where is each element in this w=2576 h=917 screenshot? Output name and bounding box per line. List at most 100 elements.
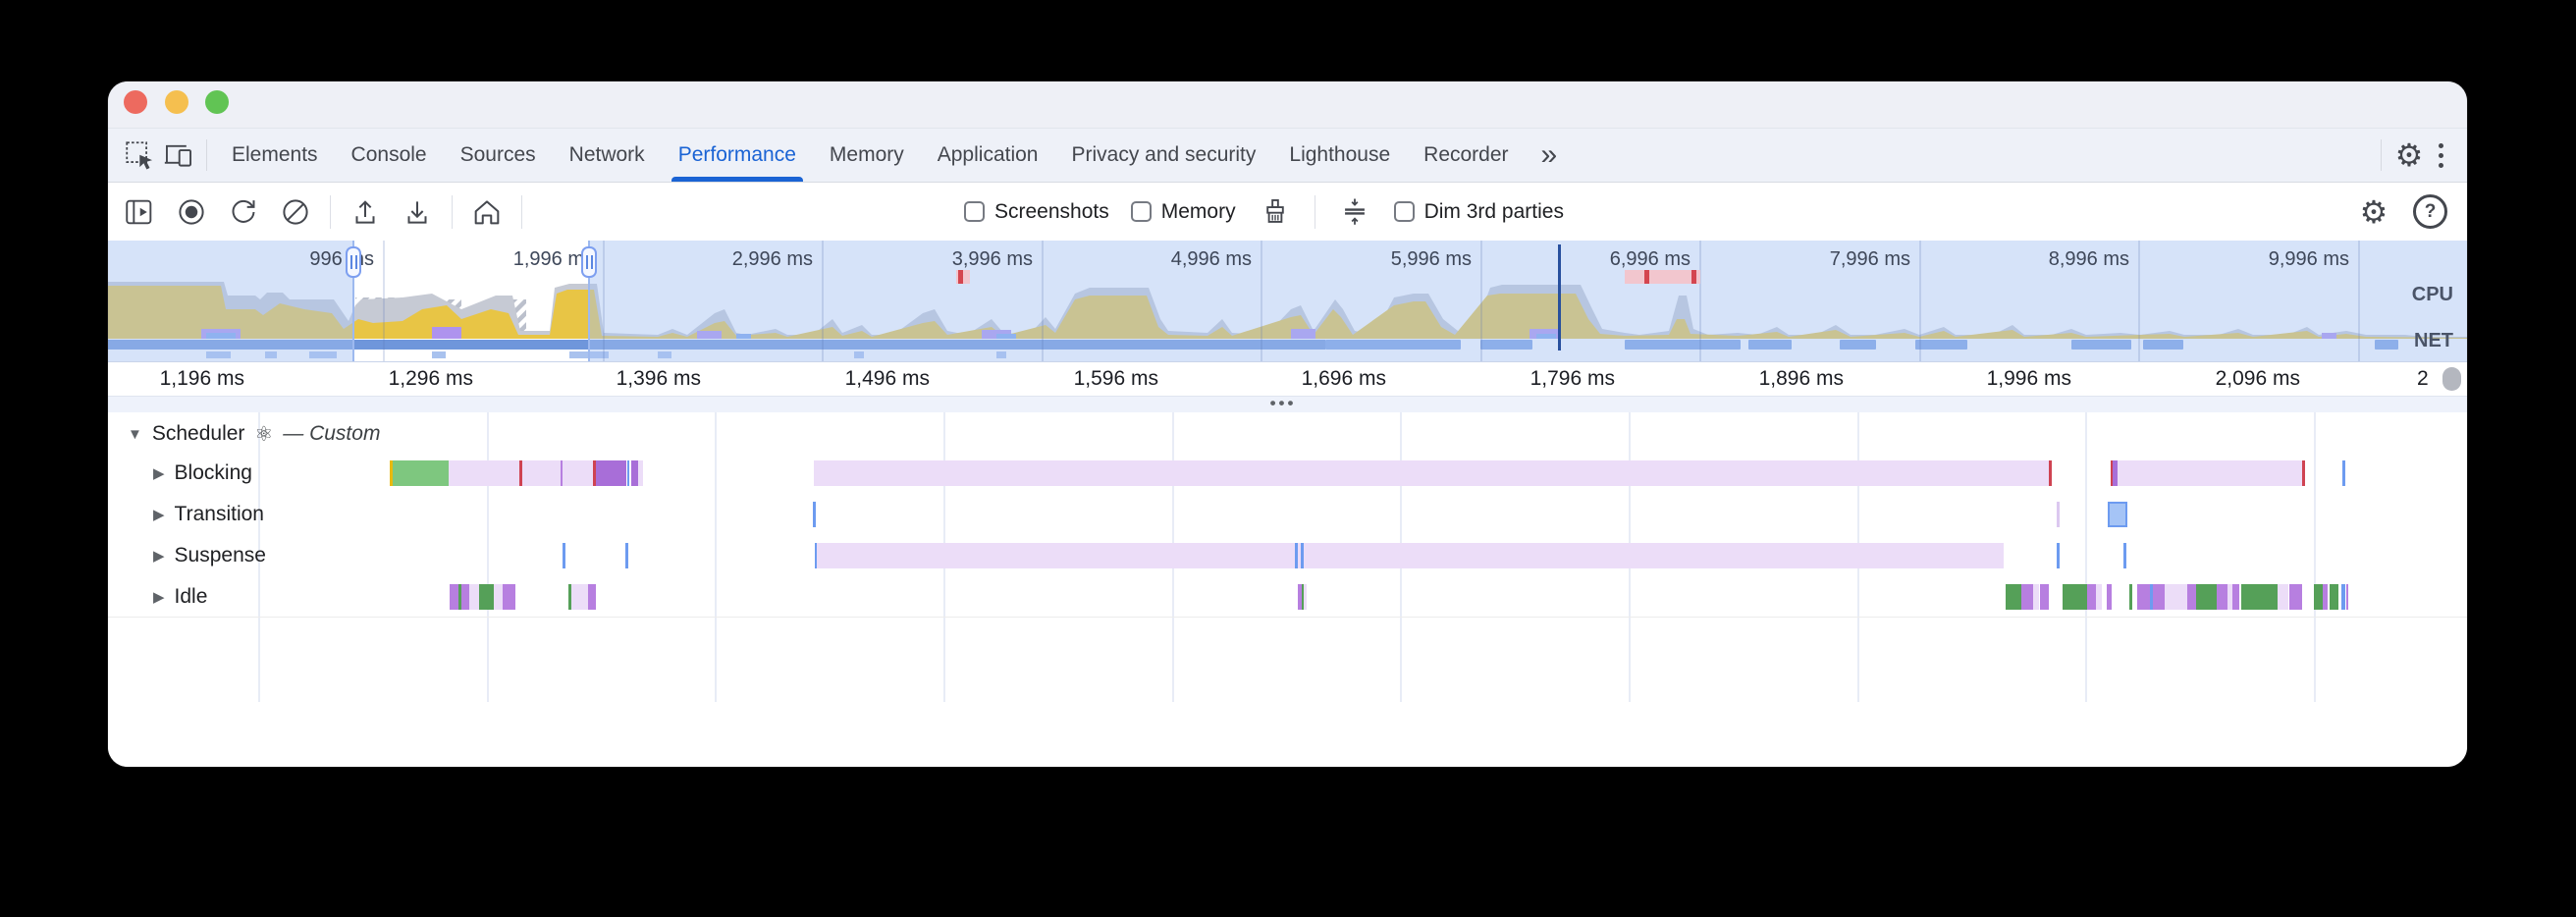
idle-event-bar[interactable] — [571, 584, 588, 610]
capture-settings-gear-icon[interactable]: ⚙ — [2359, 193, 2388, 230]
tab-performance[interactable]: Performance — [662, 129, 813, 182]
expand-triangle-icon[interactable]: ▶ — [153, 507, 165, 523]
horizontal-scrollbar-thumb[interactable] — [2442, 367, 2461, 391]
selection-right-handle[interactable] — [581, 246, 597, 278]
blocking-event-bar[interactable] — [596, 460, 626, 486]
tab-network[interactable]: Network — [568, 143, 645, 166]
idle-event-bar[interactable] — [2187, 584, 2196, 610]
track-row-blocking[interactable]: ▶ Blocking — [153, 459, 252, 487]
idle-event-bar[interactable] — [2323, 584, 2328, 610]
collapse-triangle-icon[interactable]: ▼ — [128, 425, 142, 443]
idle-event-bar[interactable] — [2040, 584, 2049, 610]
idle-event-bar[interactable] — [2129, 584, 2132, 610]
idle-event-bar[interactable] — [2033, 584, 2039, 610]
timeline-playhead[interactable] — [1558, 244, 1561, 351]
expand-triangle-icon[interactable]: ▶ — [153, 465, 165, 482]
tab-memory[interactable]: Memory — [829, 143, 904, 166]
idle-event-bar[interactable] — [2006, 584, 2021, 610]
blocking-event-bar[interactable] — [2118, 460, 2302, 486]
blocking-event-bar[interactable] — [627, 460, 629, 486]
idle-event-bar[interactable] — [2165, 584, 2187, 610]
blocking-event-bar[interactable] — [631, 460, 638, 486]
idle-event-bar[interactable] — [2341, 584, 2345, 610]
blocking-event-bar[interactable] — [638, 460, 643, 486]
device-toolbar-icon[interactable] — [159, 135, 198, 175]
idle-event-bar[interactable] — [1298, 584, 1302, 610]
minimize-window-button[interactable] — [165, 90, 188, 114]
long-task-marker[interactable] — [956, 270, 970, 284]
idle-event-bar[interactable] — [2021, 584, 2033, 610]
expand-triangle-icon[interactable]: ▶ — [153, 548, 165, 565]
idle-event-bar[interactable] — [494, 584, 503, 610]
idle-event-bar[interactable] — [2227, 584, 2232, 610]
clear-icon[interactable] — [278, 194, 313, 230]
selection-left-handle[interactable] — [346, 246, 361, 278]
toggle-sidebar-icon[interactable] — [122, 194, 157, 230]
idle-event-bar[interactable] — [461, 584, 469, 610]
blocking-event-bar[interactable] — [519, 460, 522, 486]
suspense-event-bar[interactable] — [815, 543, 817, 568]
screenshots-checkbox[interactable] — [964, 201, 985, 222]
idle-event-bar[interactable] — [450, 584, 458, 610]
track-group-scheduler[interactable]: ▼ Scheduler ⚛ — Custom — [128, 420, 380, 448]
tab-sources[interactable]: Sources — [459, 143, 536, 166]
idle-event-bar[interactable] — [2232, 584, 2239, 610]
suspense-event-bar[interactable] — [1301, 543, 1304, 568]
idle-event-bar[interactable] — [2096, 584, 2102, 610]
idle-event-bar[interactable] — [458, 584, 461, 610]
settings-gear-icon[interactable]: ⚙ — [2394, 137, 2424, 173]
transition-event-bar[interactable] — [2057, 502, 2060, 527]
idle-event-bar[interactable] — [2063, 584, 2087, 610]
idle-event-bar[interactable] — [568, 584, 571, 610]
idle-event-bar[interactable] — [2289, 584, 2302, 610]
suspense-event-bar[interactable] — [817, 543, 2004, 568]
tab-console[interactable]: Console — [350, 143, 427, 166]
tab-elements[interactable]: Elements — [232, 143, 318, 166]
track-row-transition[interactable]: ▶ Transition — [153, 501, 264, 528]
suspense-event-bar[interactable] — [2123, 543, 2126, 568]
blocking-event-bar[interactable] — [593, 460, 596, 486]
blocking-event-bar[interactable] — [393, 460, 449, 486]
upload-profile-icon[interactable] — [348, 194, 383, 230]
track-row-idle[interactable]: ▶ Idle — [153, 583, 207, 611]
more-tabs-button[interactable]: » — [1540, 138, 1558, 171]
expand-triangle-icon[interactable]: ▶ — [153, 589, 165, 606]
idle-event-bar[interactable] — [2137, 584, 2150, 610]
idle-event-bar[interactable] — [479, 584, 494, 610]
inspect-element-icon[interactable] — [120, 135, 159, 175]
record-and-reload-icon[interactable] — [226, 194, 261, 230]
idle-event-bar[interactable] — [2107, 584, 2112, 610]
customize-devtools-icon[interactable] — [2429, 142, 2453, 168]
idle-event-bar[interactable] — [2330, 584, 2338, 610]
idle-event-bar[interactable] — [2196, 584, 2217, 610]
blocking-event-bar[interactable] — [2113, 460, 2118, 486]
idle-event-bar[interactable] — [469, 584, 479, 610]
idle-event-bar[interactable] — [2241, 584, 2278, 610]
idle-event-bar[interactable] — [2314, 584, 2323, 610]
blocking-event-bar[interactable] — [814, 460, 2049, 486]
tab-recorder[interactable]: Recorder — [1423, 143, 1509, 166]
collect-garbage-icon[interactable] — [1258, 194, 1293, 230]
dim-3rd-parties-checkbox[interactable] — [1393, 201, 1415, 222]
idle-event-bar[interactable] — [2087, 584, 2096, 610]
suspense-event-bar[interactable] — [625, 543, 628, 568]
tab-lighthouse[interactable]: Lighthouse — [1289, 143, 1391, 166]
idle-event-bar[interactable] — [2150, 584, 2153, 610]
close-window-button[interactable] — [124, 90, 147, 114]
suspense-event-bar[interactable] — [563, 543, 565, 568]
blocking-event-bar[interactable] — [522, 460, 561, 486]
blocking-event-bar[interactable] — [2111, 460, 2113, 486]
idle-event-bar[interactable] — [2153, 584, 2165, 610]
idle-event-bar[interactable] — [588, 584, 596, 610]
blocking-event-bar[interactable] — [561, 460, 563, 486]
blocking-event-bar[interactable] — [449, 460, 519, 486]
tab-privacy-and-security[interactable]: Privacy and security — [1071, 143, 1257, 166]
blocking-event-bar[interactable] — [390, 460, 393, 486]
tab-application[interactable]: Application — [937, 143, 1039, 166]
idle-event-bar[interactable] — [2346, 584, 2348, 610]
track-row-suspense[interactable]: ▶ Suspense — [153, 542, 266, 569]
record-icon[interactable] — [174, 194, 209, 230]
suspense-event-bar[interactable] — [2057, 543, 2060, 568]
idle-event-bar[interactable] — [503, 584, 515, 610]
